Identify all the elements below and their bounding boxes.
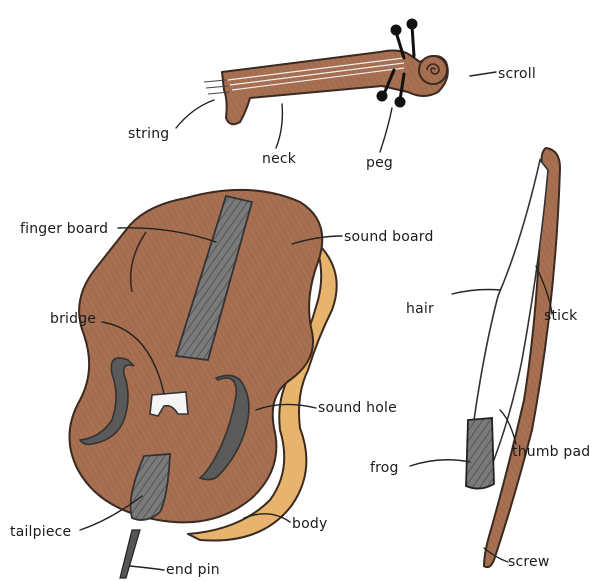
label-sound-board: sound board [344,229,434,245]
bow-group [466,148,560,567]
label-bridge: bridge [50,311,96,327]
leader-string [176,100,214,128]
bow-frog [466,418,494,489]
label-hair: hair [406,301,434,317]
label-neck: neck [262,151,297,167]
label-sound-hole: sound hole [318,400,397,416]
label-string: string [128,126,169,142]
label-scroll: scroll [498,66,536,82]
label-tailpiece: tailpiece [10,524,71,540]
leader-end-pin [130,566,164,570]
leader-frog [410,460,470,466]
label-screw: screw [508,554,550,570]
label-finger-board: finger board [20,221,108,237]
leader-neck [276,104,282,148]
label-body: body [292,516,327,532]
label-frog: frog [370,460,399,476]
label-end-pin: end pin [166,562,220,578]
leader-scroll [470,72,496,76]
label-thumb-pad: thumb pad [512,444,590,460]
scroll-shape [419,56,447,84]
label-stick: stick [544,308,578,324]
neck-assembly [204,20,448,124]
end-pin-shape [120,530,140,578]
leader-hair [452,290,500,295]
label-peg: peg [366,155,393,171]
leader-peg [380,108,392,152]
